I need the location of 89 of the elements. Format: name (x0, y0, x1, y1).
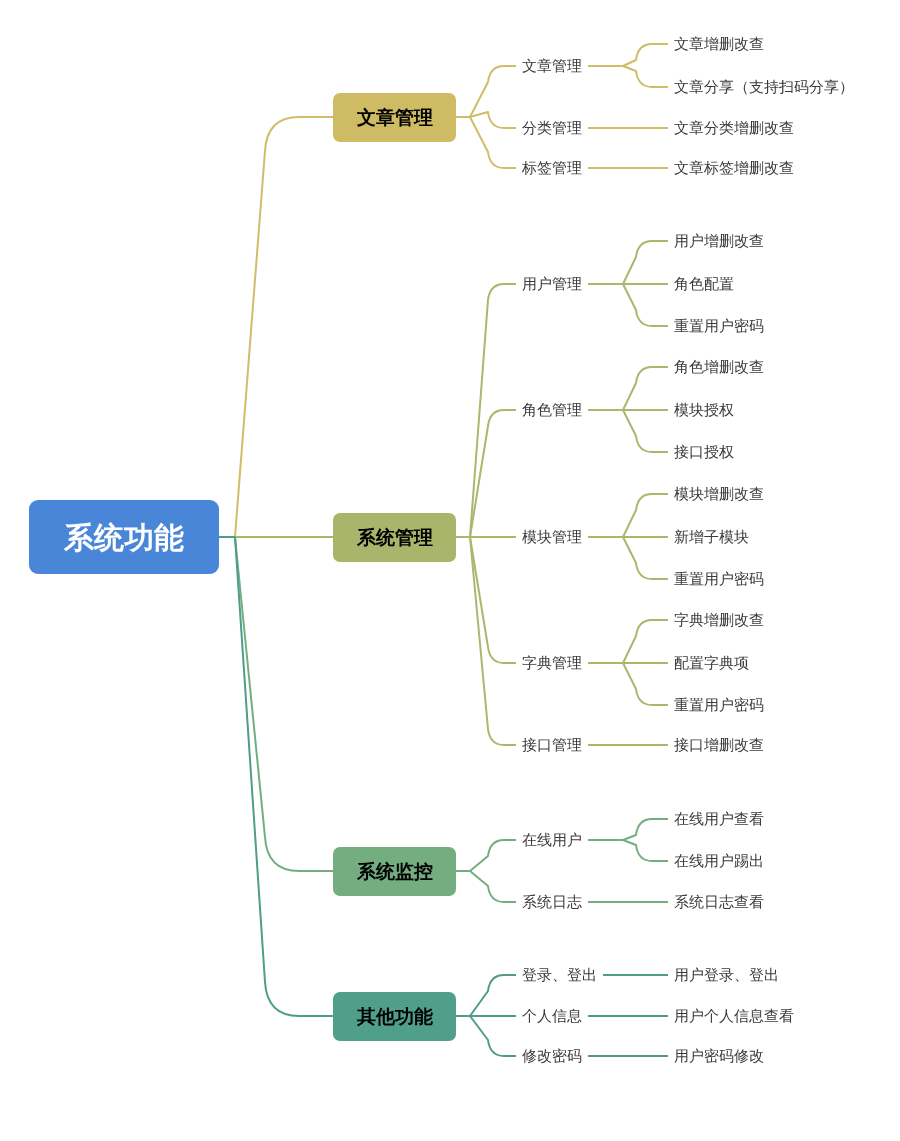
branch-line (602, 974, 669, 976)
branch-trunk-line (587, 283, 624, 285)
branch-line (234, 536, 334, 1017)
leaf-topic-label: 用户登录、登出 (668, 964, 785, 986)
branch-trunk-line (455, 870, 471, 872)
branch-trunk-line (455, 536, 471, 538)
central-topic-box: 系统功能 (29, 500, 219, 574)
branch-line (622, 366, 669, 411)
subtopic-label: 字典管理 (516, 652, 588, 674)
branch-line (469, 116, 517, 169)
branch-line (587, 1055, 669, 1057)
branch-trunk-line (587, 662, 624, 664)
main-topic-box: 文章管理 (333, 92, 456, 142)
subtopic-label: 在线用户 (516, 829, 588, 851)
branch-trunk-line (218, 536, 236, 538)
leaf-topic-label: 文章标签增删改查 (668, 157, 800, 179)
leaf-topic-label: 文章分类增删改查 (668, 117, 800, 139)
branch-line (469, 111, 517, 129)
branch-line (622, 283, 669, 285)
branch-line (622, 493, 669, 538)
leaf-topic-label: 角色配置 (668, 273, 740, 295)
leaf-topic-label: 模块增删改查 (668, 483, 770, 505)
leaf-topic-label: 重置用户密码 (668, 315, 770, 337)
leaf-topic-label: 用户密码修改 (668, 1045, 770, 1067)
branch-line (234, 116, 334, 538)
leaf-topic-label: 接口授权 (668, 441, 740, 463)
leaf-topic-label: 用户个人信息查看 (668, 1005, 800, 1027)
leaf-topic-label: 角色增删改查 (668, 356, 770, 378)
branch-line (622, 839, 669, 862)
branch-line (469, 1015, 517, 1017)
branch-trunk-line (455, 116, 471, 118)
subtopic-label: 用户管理 (516, 273, 588, 295)
branch-line (469, 870, 517, 903)
branch-line (622, 662, 669, 706)
subtopic-label: 分类管理 (516, 117, 588, 139)
branch-line (469, 974, 517, 1017)
leaf-topic-label: 新增子模块 (668, 526, 755, 548)
leaf-topic-label: 在线用户踢出 (668, 850, 770, 872)
leaf-topic-label: 用户增删改查 (668, 230, 770, 252)
branch-line (587, 127, 669, 129)
branch-line (622, 818, 669, 841)
branch-line (469, 536, 517, 746)
branch-trunk-line (587, 536, 624, 538)
branch-line (622, 536, 669, 580)
main-topic-box: 系统管理 (333, 512, 456, 562)
branch-line (469, 839, 517, 872)
leaf-topic-label: 重置用户密码 (668, 568, 770, 590)
subtopic-label: 个人信息 (516, 1005, 588, 1027)
branch-line (469, 65, 517, 118)
branch-line (622, 43, 669, 67)
branch-line (622, 409, 669, 411)
subtopic-label: 系统日志 (516, 891, 588, 913)
leaf-topic-label: 在线用户查看 (668, 808, 770, 830)
branch-trunk-line (587, 839, 624, 841)
subtopic-label: 模块管理 (516, 526, 588, 548)
branch-trunk-line (455, 1015, 471, 1017)
leaf-topic-label: 配置字典项 (668, 652, 755, 674)
subtopic-label: 文章管理 (516, 55, 588, 77)
branch-line (469, 409, 517, 538)
branch-line (622, 619, 669, 664)
leaf-topic-label: 模块授权 (668, 399, 740, 421)
leaf-topic-label: 文章分享（支持扫码分享） (668, 76, 860, 98)
subtopic-label: 标签管理 (516, 157, 588, 179)
main-topic-box: 其他功能 (333, 991, 456, 1041)
branch-line (587, 167, 669, 169)
leaf-topic-label: 系统日志查看 (668, 891, 770, 913)
leaf-topic-label: 字典增删改查 (668, 609, 770, 631)
branch-line (469, 1015, 517, 1057)
branch-line (587, 1015, 669, 1017)
branch-line (622, 536, 669, 538)
branch-trunk-line (587, 65, 624, 67)
leaf-topic-label: 文章增删改查 (668, 33, 770, 55)
branch-line (587, 744, 669, 746)
subtopic-label: 登录、登出 (516, 964, 603, 986)
subtopic-label: 接口管理 (516, 734, 588, 756)
branch-line (622, 662, 669, 664)
subtopic-label: 修改密码 (516, 1045, 588, 1067)
subtopic-label: 角色管理 (516, 399, 588, 421)
branch-line (469, 536, 517, 538)
leaf-topic-label: 接口增删改查 (668, 734, 770, 756)
branch-line (622, 65, 669, 88)
branch-trunk-line (587, 409, 624, 411)
branch-line (234, 536, 334, 538)
branch-line (622, 283, 669, 327)
leaf-topic-label: 重置用户密码 (668, 694, 770, 716)
branch-line (622, 240, 669, 285)
main-topic-box: 系统监控 (333, 846, 456, 896)
branch-line (622, 409, 669, 453)
branch-line (587, 901, 669, 903)
